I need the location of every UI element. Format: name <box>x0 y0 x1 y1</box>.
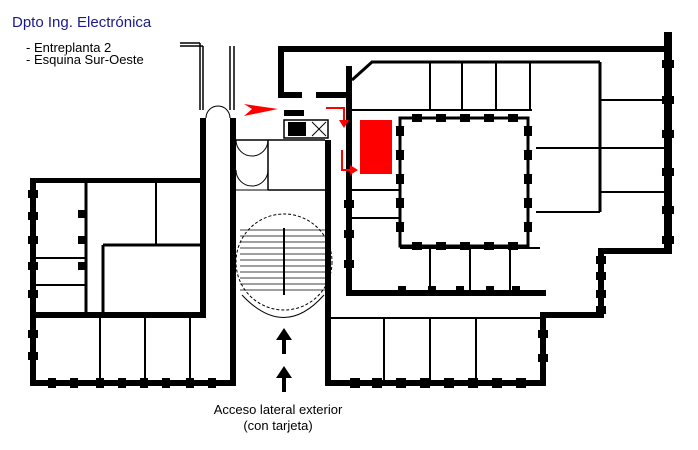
right-building-windows <box>344 60 674 388</box>
left-exterior-passage <box>180 42 235 119</box>
right-building-walls <box>278 32 672 386</box>
entrance-arrow-icon <box>244 104 278 116</box>
highlighted-room[interactable] <box>360 120 392 174</box>
elevator-icon <box>283 110 329 139</box>
staircase-icon <box>235 213 333 318</box>
left-wing <box>30 118 236 386</box>
courtyard <box>396 114 532 250</box>
access-note: (con tarjeta) <box>243 418 313 433</box>
access-caption: Acceso lateral exterior <box>213 402 343 417</box>
left-wing-windows <box>28 190 216 388</box>
right-building-interior <box>331 60 664 380</box>
central-core <box>235 139 331 386</box>
route-arrow-icon <box>326 107 358 175</box>
up-arrow-icon <box>276 328 292 392</box>
location-line: - Esquina Sur-Oeste <box>26 52 144 67</box>
page-title: Dpto Ing. Electrónica <box>12 14 152 31</box>
floor-line: - Entreplanta 2 <box>26 40 112 55</box>
